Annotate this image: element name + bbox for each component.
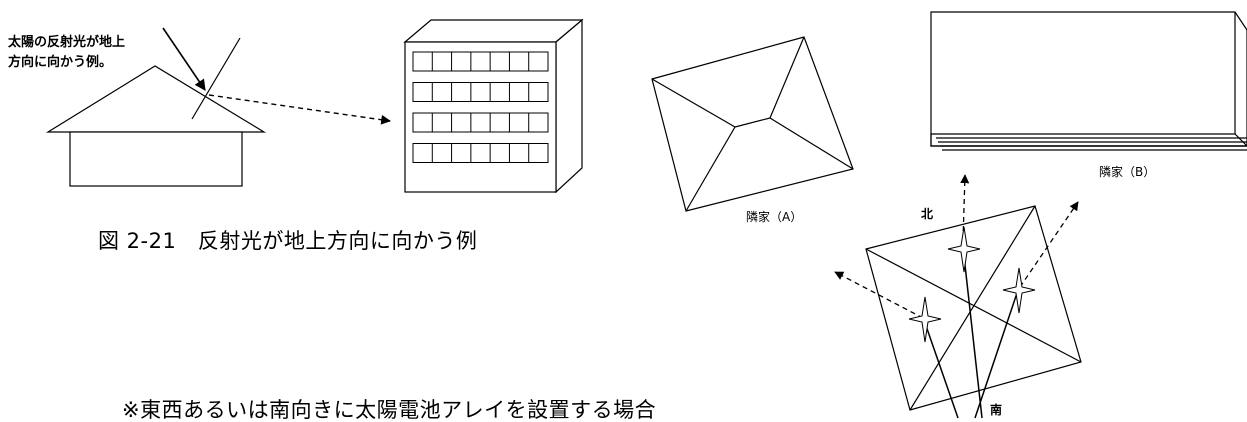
panel-surface-line [191, 37, 241, 120]
building-top [403, 19, 584, 43]
neighbor-house-a [651, 36, 854, 212]
reflection-star-left [908, 296, 942, 343]
house-roof [45, 65, 267, 133]
window-row [412, 143, 549, 163]
reflection-star-top [947, 226, 981, 273]
sunlight-ray [162, 27, 206, 91]
neighbor-b-label: 隣家（B） [1099, 165, 1156, 179]
figure-caption: 図 2-21 反射光が地上方向に向かう例 [98, 229, 478, 253]
window-row [412, 82, 549, 102]
pyramid-roof-plan [865, 205, 1082, 411]
annotation-line-1: 太陽の反射光が地上 [8, 35, 126, 50]
house-wall [69, 131, 243, 187]
south-label: 南 [990, 403, 1003, 417]
north-label: 北 [921, 207, 934, 221]
building-windows [412, 51, 549, 163]
annotation-text: 太陽の反射光が地上 方向に向かう例。 [8, 33, 125, 73]
annotation-line-2: 方向に向かう例。 [8, 55, 113, 71]
neighbor-house-b [930, 11, 1247, 151]
bottom-note: ※東西あるいは南向きに太陽電池アレイを設置する場合 [122, 398, 657, 422]
reflected-ray [208, 94, 391, 125]
neighbor-a-label: 隣家（A） [746, 210, 803, 224]
window-row [412, 112, 549, 133]
building-illustration [403, 18, 584, 194]
roof-rays [923, 255, 1019, 419]
reflection-star-right [1002, 267, 1036, 314]
window-row [412, 51, 549, 72]
house-illustration [45, 65, 267, 187]
building-side [555, 18, 583, 194]
